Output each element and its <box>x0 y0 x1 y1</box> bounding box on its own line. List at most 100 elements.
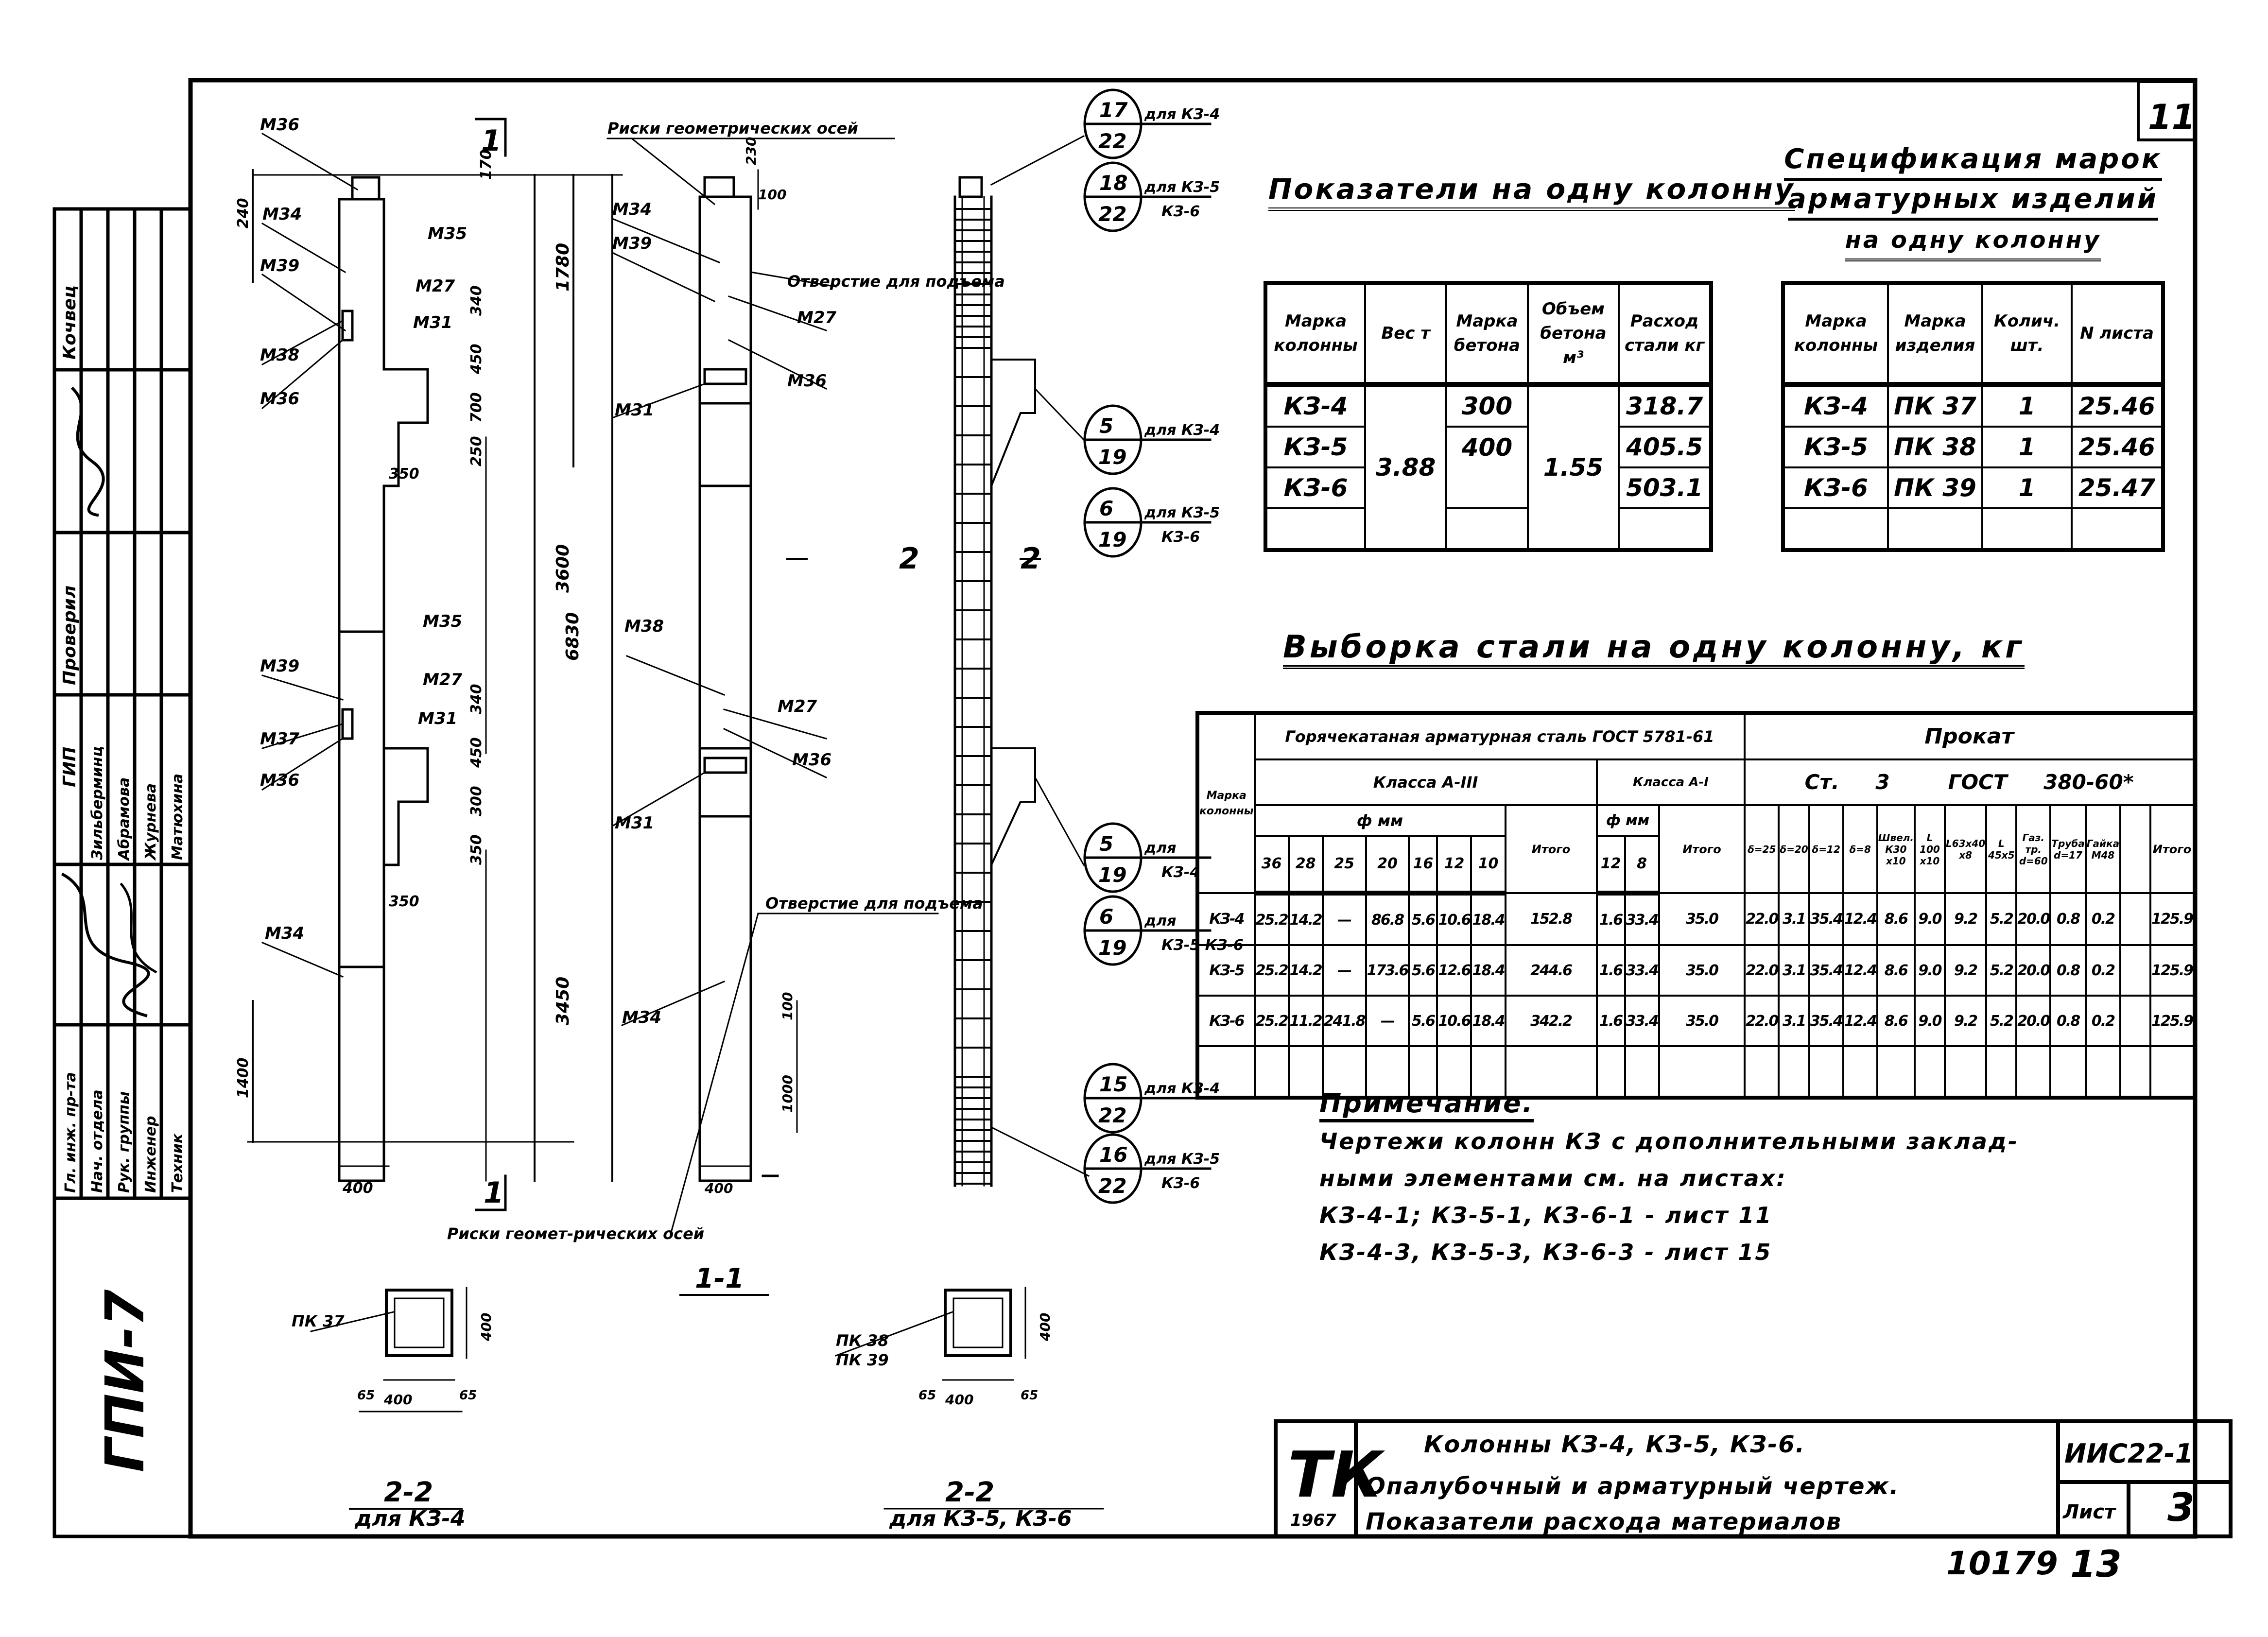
dim-text: 350 <box>389 893 419 910</box>
title-line: Показатели расхода материалов <box>1366 1508 1842 1535</box>
steel-cell: 3.1 <box>1778 892 1810 946</box>
steel-cell: 5.6 <box>1408 892 1438 946</box>
series-code: ИИС22-1 <box>2064 1438 2193 1469</box>
part-label: М31 <box>418 709 457 728</box>
cross-section-2-2-kz4 <box>310 1287 467 1413</box>
stamp-name: Журнева <box>142 783 159 861</box>
footer-page: 13 <box>2070 1542 2122 1585</box>
table-row-empty <box>1782 507 2164 551</box>
part-label: М36 <box>787 371 827 391</box>
lift-hole-label: Отверстие для подъема <box>787 272 1005 291</box>
steel-cell: 3.1 <box>1778 995 1810 1047</box>
dim-text: 240 <box>235 198 252 228</box>
row-mark: КЗ-6 <box>1196 995 1256 1047</box>
stamp-grid <box>52 207 192 1538</box>
steel-cell: 22.0 <box>1744 944 1780 997</box>
signature <box>61 872 150 1017</box>
col-diam: 12 <box>1595 835 1626 896</box>
cell-concrete: 400 <box>1445 426 1529 509</box>
steel-cell: 125.9 <box>2149 995 2196 1047</box>
steel-cell: 14.2 <box>1287 944 1324 997</box>
spec-cell: 25.46 <box>2071 383 2164 428</box>
col-prokat: δ=25 <box>1744 804 1780 894</box>
dim-text: 1000 <box>779 1075 796 1113</box>
cell-mark: КЗ-6 <box>1264 466 1367 509</box>
left-elevation-dims: 240 170 1780 340 450 700 250 350 3600 68… <box>235 149 583 1197</box>
col-prokat: L 100 x10 <box>1913 804 1946 894</box>
steel-cell: 35.0 <box>1658 944 1746 997</box>
part-label: М36 <box>260 389 299 409</box>
callout-position-count: 19 <box>1098 863 1126 887</box>
title-line: Опалубочный и арматурный чертеж. <box>1366 1473 1900 1500</box>
callout-position: 16 <box>1099 1143 1127 1167</box>
tk-year: 1967 <box>1290 1511 1336 1530</box>
stamp-role: Гл. инж. пр-та <box>62 1072 79 1193</box>
steel-cell: 8.6 <box>1876 995 1916 1047</box>
steel-cell: 20.0 <box>2015 944 2052 997</box>
callout-position: 5 <box>1099 414 1113 438</box>
sheet-number: 3 <box>2167 1485 2195 1530</box>
callout-note: КЗ-6 <box>1161 1175 1200 1192</box>
steel-cell: 14.2 <box>1287 892 1324 946</box>
section-labels: ПК 37 400 400 65 65 2-2 для КЗ-4 1-1 ПК … <box>292 1263 1072 1531</box>
cell-weight: 3.88 <box>1364 383 1448 551</box>
steel-title: Выборка стали на одну колонну, кг <box>1283 629 2025 669</box>
dim-text: 6830 <box>563 612 583 661</box>
stamp-role: Нач. отдела <box>89 1089 106 1193</box>
steel-cell: 241.8 <box>1321 995 1367 1047</box>
col-diam: 8 <box>1624 835 1660 896</box>
indicators-title: Показатели на одну колонну <box>1268 172 1795 211</box>
stamp-name: Абрамова <box>116 777 133 861</box>
spec-title: Спецификация марок арматурных изделий на… <box>1779 141 2167 261</box>
col-prokat: L 45x5 <box>1985 804 2018 894</box>
callout-position-count: 19 <box>1098 528 1126 551</box>
callout-position: 15 <box>1099 1072 1127 1096</box>
part-label: М39 <box>260 256 299 276</box>
part-label: М27 <box>797 308 836 327</box>
part-label: М36 <box>260 115 299 135</box>
stamp-name: Зильберминц <box>89 746 106 861</box>
spec-cell: КЗ-5 <box>1782 426 1889 468</box>
left-elevation-labels: М36 М34 М35 М39 М38 М27 М31 М36 М35 М39 … <box>260 115 504 1210</box>
tk-logo: ТК <box>1288 1438 1385 1512</box>
col-diam: 28 <box>1287 835 1324 896</box>
dim-text: 400 <box>478 1313 494 1342</box>
steel-cell: — <box>1321 892 1367 946</box>
cross-section-2-2-kz5-kz6 <box>835 1287 1104 1510</box>
steel-cell: 9.0 <box>1913 995 1946 1047</box>
steel-cell: 5.6 <box>1408 944 1438 997</box>
part-label: М36 <box>260 771 299 790</box>
steel-cell: 35.4 <box>1808 995 1844 1047</box>
axis-risks-label: Риски геометрических осей <box>607 119 858 138</box>
steel-cell: 9.0 <box>1913 892 1946 946</box>
part-label: М31 <box>615 400 654 420</box>
steel-cell: 25.2 <box>1253 995 1290 1047</box>
column-elevation-left <box>247 118 623 1211</box>
signature <box>70 386 105 517</box>
note-line: Чертежи колонн КЗ с дополнительными закл… <box>1319 1128 2019 1155</box>
table-row: КЗ-5 400 405.5 <box>1264 426 1712 509</box>
callout-note: для <box>1144 840 1176 857</box>
cell-steel: 318.7 <box>1618 383 1712 428</box>
steel-cell: 18.4 <box>1470 995 1506 1047</box>
cell-steel: 405.5 <box>1618 426 1712 468</box>
spec-title-line: на одну колонну <box>1845 222 2101 261</box>
stirrups <box>954 208 992 1185</box>
section-subtitle: для КЗ-5, КЗ-6 <box>889 1506 1072 1531</box>
col-prokat: δ=12 <box>1808 804 1844 894</box>
col-prokat: Гайка М48 <box>2084 804 2122 894</box>
steel-cell: 25.2 <box>1253 944 1290 997</box>
cell-mark: КЗ-4 <box>1264 383 1367 428</box>
stamp-text: Кочвец Проверил ГИП Зильберминц Абрамова… <box>60 285 186 1472</box>
section-mark: 2 <box>899 542 919 576</box>
steel-cell: 33.4 <box>1624 892 1660 946</box>
col-diam: 16 <box>1408 835 1438 896</box>
steel-cell: 11.2 <box>1287 995 1324 1047</box>
group-a1: Класса А-I <box>1595 758 1746 806</box>
spec-cell: ПК 39 <box>1887 466 1983 509</box>
